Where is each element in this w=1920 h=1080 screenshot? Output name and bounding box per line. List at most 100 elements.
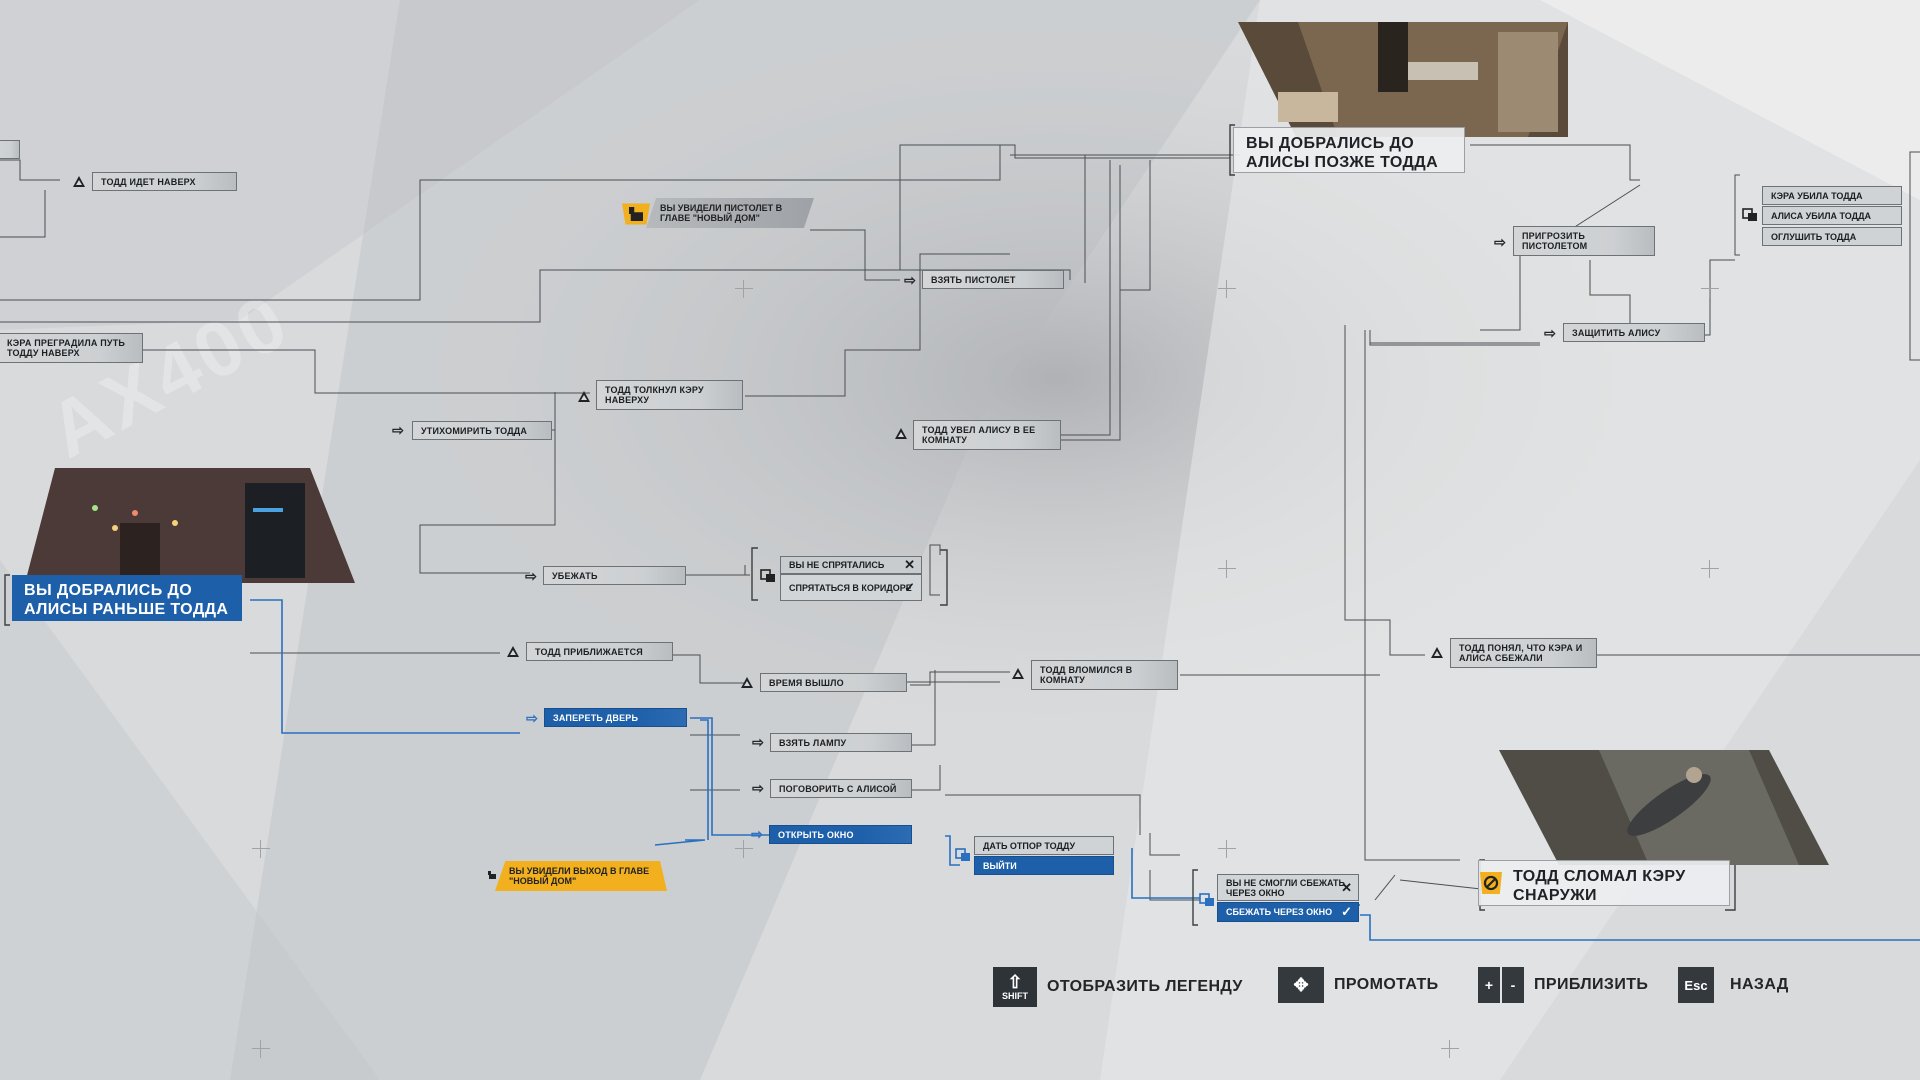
minus-key-icon: -	[1502, 967, 1524, 1003]
check-icon: ✓	[904, 579, 915, 595]
node-protect-alice[interactable]: ЗАЩИТИТЬ АЛИСУ	[1563, 323, 1705, 342]
chapter-title-label: ВЫ ДОБРАЛИСЬ ДО АЛИСЫ ПОЗЖЕ ТОДДА	[1246, 135, 1439, 171]
node-calm-todd[interactable]: УТИХОМИРИТЬ ТОДДА	[412, 421, 552, 440]
partial-node-offscreen[interactable]	[0, 140, 20, 159]
node-label: ЗАЩИТИТЬ АЛИСУ	[1572, 327, 1661, 338]
node-todd-pushed-kara[interactable]: ТОДД ТОЛКНУЛ КЭРУ НАВЕРХУ	[596, 380, 743, 410]
event-triangle-icon	[507, 646, 519, 657]
node-kara-blocked[interactable]: КЭРА ПРЕГРАДИЛА ПУТЬ ТОДДУ НАВЕРХ	[0, 333, 143, 363]
node-lock-door[interactable]: ЗАПЕРЕТЬ ДВЕРЬ	[544, 708, 687, 727]
esc-key-icon: Esc	[1678, 967, 1714, 1003]
choice-arrow-icon: ⇨	[752, 734, 764, 750]
node-open-window[interactable]: ОТКРЫТЬ ОКНО	[769, 825, 912, 844]
window-option-failed[interactable]: ВЫ НЕ СМОГЛИ СБЕЖАТЬ ЧЕРЕЗ ОКНО ✕	[1217, 874, 1359, 901]
option-label: ВЫ НЕ СМОГЛИ СБЕЖАТЬ ЧЕРЕЗ ОКНО	[1226, 877, 1345, 898]
node-todd-goes-up[interactable]: ТОДД ИДЕТ НАВЕРХ	[92, 172, 237, 191]
hint-label: ОТОБРАЗИТЬ ЛЕГЕНДУ	[1047, 978, 1243, 995]
node-label: ВРЕМЯ ВЫШЛО	[769, 677, 844, 688]
hint-show-legend[interactable]: ⇧ SHIFT ОТОБРАЗИТЬ ЛЕГЕНДУ	[993, 967, 1243, 1007]
grid-marker	[1218, 840, 1236, 858]
node-todd-took-alice[interactable]: ТОДД УВЕЛ АЛИСУ В ЕЕ КОМНАТУ	[913, 420, 1061, 450]
chapter-title-alice-after[interactable]: ВЫ ДОБРАЛИСЬ ДО АЛИСЫ ПОЗЖЕ ТОДДА	[1233, 127, 1465, 173]
node-label: ТОДД ВЛОМИЛСЯ В КОМНАТУ	[1040, 665, 1133, 685]
node-take-lamp[interactable]: ВЗЯТЬ ЛАМПУ	[770, 733, 912, 752]
option-label: АЛИСА УБИЛА ТОДДА	[1771, 210, 1871, 221]
grid-marker	[735, 280, 753, 298]
multi-choice-icon	[1742, 208, 1757, 221]
choice-arrow-icon: ⇨	[751, 826, 763, 842]
unlock-exit-seen[interactable]: ВЫ УВИДЕЛИ ВЫХОД В ГЛАВЕ "НОВЫЙ ДОМ"	[495, 861, 667, 891]
node-todd-approaches[interactable]: ТОДД ПРИБЛИЖАЕТСЯ	[526, 642, 673, 661]
choice-arrow-icon: ⇨	[752, 780, 764, 796]
multi-choice-icon	[1199, 893, 1214, 906]
unlock-icon	[622, 203, 650, 225]
event-triangle-icon	[73, 176, 85, 187]
option-label: ДАТЬ ОТПОР ТОДДУ	[983, 840, 1076, 851]
chapter-title-label: ТОДД СЛОМАЛ КЭРУ СНАРУЖИ	[1513, 868, 1686, 904]
unlock-gun-seen[interactable]: ВЫ УВИДЕЛИ ПИСТОЛЕТ В ГЛАВЕ "НОВЫЙ ДОМ"	[646, 198, 814, 228]
node-run-away[interactable]: УБЕЖАТЬ	[543, 566, 686, 585]
event-triangle-icon	[578, 391, 590, 402]
choice-arrow-icon: ⇨	[1494, 234, 1506, 250]
choice-arrow-icon: ⇨	[392, 422, 404, 438]
node-time-out[interactable]: ВРЕМЯ ВЫШЛО	[760, 673, 907, 692]
grid-marker	[1441, 1040, 1459, 1058]
chapter-title-label: ВЫ ДОБРАЛИСЬ ДО АЛИСЫ РАНЬШЕ ТОДДА	[24, 582, 229, 618]
cross-icon: ✕	[904, 557, 915, 572]
node-todd-realized[interactable]: ТОДД ПОНЯЛ, ЧТО КЭРА И АЛИСА СБЕЖАЛИ	[1450, 638, 1597, 668]
unlock-icon	[488, 871, 496, 879]
zoom-keys: + -	[1478, 967, 1524, 1003]
option-label: КЭРА УБИЛА ТОДДА	[1771, 190, 1863, 201]
failure-icon	[1480, 872, 1502, 894]
node-label: ТОДД ПОНЯЛ, ЧТО КЭРА И АЛИСА СБЕЖАЛИ	[1459, 643, 1583, 663]
node-label: ПРИГРОЗИТЬ ПИСТОЛЕТОМ	[1522, 231, 1588, 251]
node-label: ВЗЯТЬ ЛАМПУ	[779, 737, 847, 748]
grid-marker	[1701, 280, 1719, 298]
node-take-gun[interactable]: ВЗЯТЬ ПИСТОЛЕТ	[922, 270, 1064, 289]
move-icon: ✥	[1278, 967, 1324, 1003]
outcome-option-stun[interactable]: ОГЛУШИТЬ ТОДДА	[1762, 227, 1902, 246]
multi-choice-icon	[955, 848, 970, 861]
hint-label: ПРИБЛИЗИТЬ	[1534, 976, 1649, 993]
choice-arrow-icon: ⇨	[526, 710, 538, 726]
node-label: ОТКРЫТЬ ОКНО	[778, 829, 854, 840]
fight-option-exit[interactable]: ВЫЙТИ	[974, 856, 1114, 875]
node-label: ПОГОВОРИТЬ С АЛИСОЙ	[779, 783, 897, 794]
shift-key-label: SHIFT	[1002, 991, 1028, 1001]
node-label: УБЕЖАТЬ	[552, 570, 598, 581]
event-triangle-icon	[1012, 668, 1024, 679]
hide-option-not-hidden[interactable]: ВЫ НЕ СПРЯТАЛИСЬ ✕	[780, 556, 922, 574]
node-label: КЭРА ПРЕГРАДИЛА ПУТЬ ТОДДУ НАВЕРХ	[7, 338, 126, 358]
node-talk-alice[interactable]: ПОГОВОРИТЬ С АЛИСОЙ	[770, 779, 912, 798]
outcome-option-kara-killed[interactable]: КЭРА УБИЛА ТОДДА	[1762, 186, 1902, 205]
grid-marker	[252, 1040, 270, 1058]
node-threaten-gun[interactable]: ПРИГРОЗИТЬ ПИСТОЛЕТОМ	[1513, 226, 1655, 256]
option-label: СПРЯТАТЬСЯ В КОРИДОРЕ	[789, 582, 912, 593]
event-triangle-icon	[741, 677, 753, 688]
node-todd-broke-in[interactable]: ТОДД ВЛОМИЛСЯ В КОМНАТУ	[1031, 660, 1178, 690]
hint-zoom[interactable]: + - ПРИБЛИЗИТЬ	[1478, 967, 1648, 1003]
grid-marker	[1701, 560, 1719, 578]
node-label: ВЗЯТЬ ПИСТОЛЕТ	[931, 274, 1016, 285]
grid-marker	[1218, 280, 1236, 298]
grid-marker	[1218, 560, 1236, 578]
node-label: ТОДД ИДЕТ НАВЕРХ	[101, 176, 196, 187]
hide-option-hallway[interactable]: СПРЯТАТЬСЯ В КОРИДОРЕ ✓	[780, 574, 922, 601]
option-label: ВЫ НЕ СПРЯТАЛИСЬ	[789, 560, 885, 570]
option-label: ВЫЙТИ	[983, 860, 1017, 871]
node-label: ТОДД УВЕЛ АЛИСУ В ЕЕ КОМНАТУ	[922, 425, 1036, 445]
event-triangle-icon	[1431, 647, 1443, 658]
chapter-thumbnail-alice-before	[25, 468, 355, 583]
window-option-escape[interactable]: СБЕЖАТЬ ЧЕРЕЗ ОКНО ✓	[1217, 902, 1359, 922]
check-icon: ✓	[1341, 904, 1352, 919]
outcome-option-alice-killed[interactable]: АЛИСА УБИЛА ТОДДА	[1762, 206, 1902, 225]
hint-label: НАЗАД	[1730, 976, 1789, 993]
chapter-title-alice-before[interactable]: ВЫ ДОБРАЛИСЬ ДО АЛИСЫ РАНЬШЕ ТОДДА	[12, 575, 242, 621]
hint-scroll[interactable]: ✥ ПРОМОТАТЬ	[1278, 967, 1439, 1003]
chapter-thumbnail-todd-broke-kara	[1499, 750, 1829, 865]
hint-back[interactable]: Esc НАЗАД	[1678, 967, 1789, 1003]
choice-arrow-icon: ⇨	[904, 272, 916, 288]
chapter-title-todd-broke-kara[interactable]: ТОДД СЛОМАЛ КЭРУ СНАРУЖИ	[1478, 860, 1730, 906]
up-arrow-icon: ⇧	[1007, 972, 1023, 992]
fight-option-resist[interactable]: ДАТЬ ОТПОР ТОДДУ	[974, 836, 1114, 855]
